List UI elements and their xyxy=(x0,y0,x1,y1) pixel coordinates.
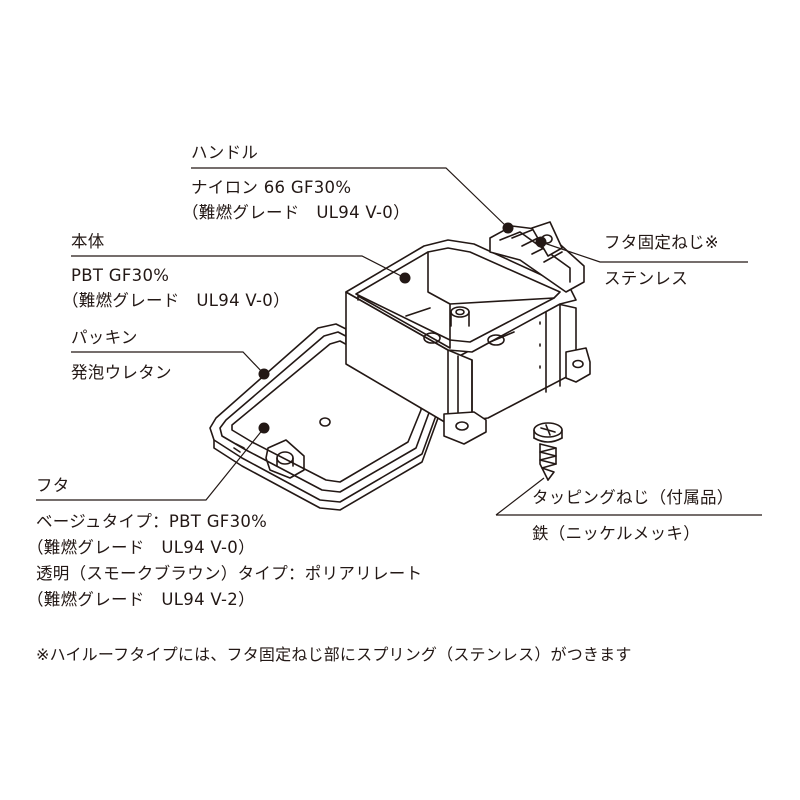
leader-tapping-screw xyxy=(495,477,762,516)
lid-label: フタ xyxy=(36,476,70,495)
body-label: 本体 xyxy=(71,232,105,251)
callout-dot-gasket xyxy=(258,368,270,380)
tapping-screw-material: 鉄（ニッケルメッキ） xyxy=(532,524,700,543)
tapping-screw-drawing xyxy=(533,422,563,481)
tapping-screw-label: タッピングねじ（付属品） xyxy=(532,488,734,507)
callout-dot-lid-screw xyxy=(535,236,547,248)
handle-material: ナイロン 66 GF30% xyxy=(191,178,352,197)
callout-dot-body xyxy=(399,272,411,284)
leader-lid-screw xyxy=(540,241,748,263)
lid-screw-label: フタ固定ねじ※ xyxy=(604,233,719,252)
lid-line-1: ベージュタイプ：PBT GF30% xyxy=(36,512,268,531)
gasket-material: 発泡ウレタン xyxy=(71,363,172,382)
lid-line-3: 透明（スモークブラウン）タイプ：ポリアリレート xyxy=(36,564,423,583)
leader-handle xyxy=(191,167,509,229)
callout-dot-handle xyxy=(502,222,514,234)
footnote: ※ハイルーフタイプには、フタ固定ねじ部にスプリング（ステンレス）がつきます xyxy=(36,645,632,664)
handle-label: ハンドル xyxy=(191,143,259,162)
body-material: PBT GF30% xyxy=(71,266,170,285)
lid-screw-material: ステンレス xyxy=(604,269,688,288)
leader-lid xyxy=(36,427,265,501)
leader-body xyxy=(71,255,406,279)
gasket-label: パッキン xyxy=(71,328,138,347)
lid-line-2: （難燃グレード UL94 V-0） xyxy=(27,538,255,557)
leader-gasket xyxy=(71,351,265,375)
handle-grade: （難燃グレード UL94 V-0） xyxy=(182,203,410,222)
callout-dot-lid xyxy=(258,422,270,434)
lid-line-4: （難燃グレード UL94 V-2） xyxy=(27,590,255,609)
body-drawing xyxy=(345,221,591,445)
body-grade: （難燃グレード UL94 V-0） xyxy=(62,291,290,310)
